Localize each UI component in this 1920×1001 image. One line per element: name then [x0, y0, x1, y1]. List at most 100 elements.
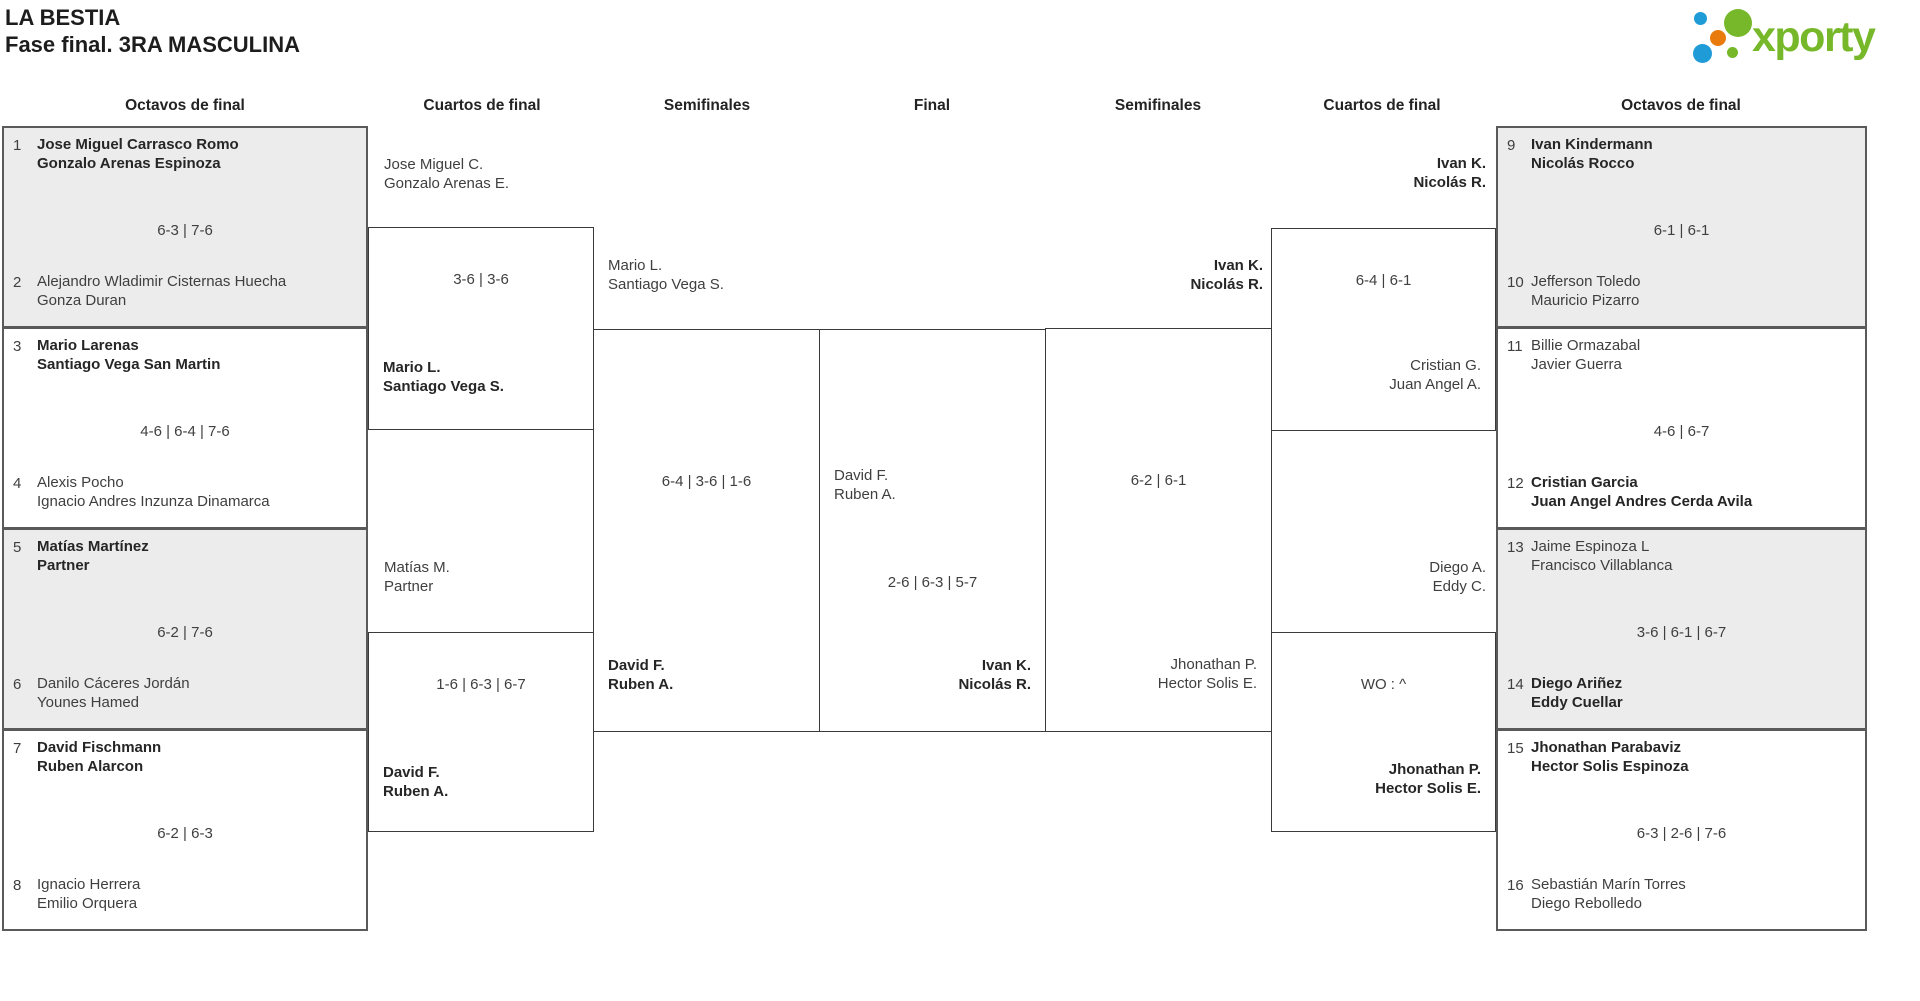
team-entry: 6 Danilo Cáceres Jordán Younes Hamed: [13, 674, 190, 712]
logo-dot-green-small-icon: [1727, 47, 1738, 58]
match-score: 2-6 | 6-3 | 5-7: [887, 574, 978, 591]
team-names: Alexis Pocho Ignacio Andres Inzunza Dina…: [37, 474, 270, 510]
team-entry: 3 Mario Larenas Santiago Vega San Martin: [13, 336, 220, 374]
match-box-octavos-15v16: 15 Jhonathan Parabaviz Hector Solis Espi…: [1496, 729, 1867, 931]
team-entry: 15 Jhonathan Parabaviz Hector Solis Espi…: [1507, 738, 1689, 776]
team-names: Danilo Cáceres Jordán Younes Hamed: [37, 675, 190, 711]
logo-wordmark: xporty: [1752, 13, 1876, 61]
xporty-logo[interactable]: xporty: [1690, 6, 1918, 68]
seed-number: 10: [1507, 274, 1524, 291]
match-score: 6-3 | 2-6 | 7-6: [1636, 825, 1727, 842]
team-names: Sebastián Marín Torres Diego Rebolledo: [1531, 876, 1686, 912]
team-names: Jhonathan Parabaviz Hector Solis Espinoz…: [1531, 739, 1689, 775]
team-names: Matías Martínez Partner: [37, 538, 149, 574]
column-header-octavos-right: Octavos de final: [1621, 97, 1741, 114]
seed-number: 9: [1507, 137, 1516, 154]
team-names: Jefferson Toledo Mauricio Pizarro: [1531, 273, 1641, 309]
team-names: Cristian Garcia Juan Angel Andres Cerda …: [1531, 474, 1753, 510]
team-names: David Fischmann Ruben Alarcon: [37, 739, 162, 775]
seed-number: 3: [13, 338, 22, 355]
match-box-octavos-7v8: 7 David Fischmann Ruben Alarcon 6-2 | 6-…: [2, 729, 368, 931]
team-names: Alejandro Wladimir Cisternas Huecha Gonz…: [37, 273, 287, 309]
final-team-a: David F.Ruben A.: [834, 467, 896, 503]
column-header-cuartos-right: Cuartos de final: [1323, 97, 1441, 114]
cuartos-left-1-team-a: Jose Miguel C.Gonzalo Arenas E.: [384, 156, 510, 192]
match-score: 4-6 | 6-7: [1653, 423, 1710, 440]
team-entry: 13 Jaime Espinoza L Francisco Villablanc…: [1507, 537, 1672, 575]
match-box-octavos-5v6: 5 Matías Martínez Partner 6-2 | 7-6 6 Da…: [2, 528, 368, 730]
team-entry: 10 Jefferson Toledo Mauricio Pizarro: [1507, 272, 1641, 310]
page-title: LA BESTIA: [5, 5, 121, 30]
seed-number: 4: [13, 475, 22, 492]
team-names: Jaime Espinoza L Francisco Villablanca: [1531, 538, 1673, 574]
logo-dot-blue-small-icon: [1694, 12, 1707, 25]
team-entry: 5 Matías Martínez Partner: [13, 537, 149, 575]
logo-dot-orange-icon: [1710, 30, 1726, 46]
match-score: WO : ^: [1360, 676, 1407, 693]
match-score: 6-2 | 6-1: [1130, 472, 1187, 489]
team-entry: 4 Alexis Pocho Ignacio Andres Inzunza Di…: [13, 473, 270, 511]
team-entry: 14 Diego Ariñez Eddy Cuellar: [1507, 674, 1623, 712]
match-box-final: David F.Ruben A. 2-6 | 6-3 | 5-7 Ivan K.…: [819, 329, 1046, 732]
cuartos-left-2-team-a: Matías M.Partner: [384, 559, 450, 595]
team-names: Jose Miguel Carrasco Romo Gonzalo Arenas…: [37, 136, 239, 172]
match-score: 4-6 | 6-4 | 7-6: [140, 423, 230, 440]
semis-right-team-b: Jhonathan P.Hector Solis E.: [1157, 656, 1257, 692]
match-box-cuartos-left-2: 1-6 | 6-3 | 6-7 David F.Ruben A.: [368, 632, 594, 832]
team-entry: 16 Sebastián Marín Torres Diego Rebolled…: [1507, 875, 1686, 913]
semis-left-team-a: Mario L.Santiago Vega S.: [608, 257, 724, 293]
match-box-octavos-11v12: 11 Billie Ormazabal Javier Guerra 4-6 | …: [1496, 327, 1867, 529]
logo-dot-green-big-icon: [1724, 9, 1752, 37]
team-entry: 1 Jose Miguel Carrasco Romo Gonzalo Aren…: [13, 135, 239, 173]
team-names: Billie Ormazabal Javier Guerra: [1531, 337, 1641, 373]
final-winner: Ivan K.Nicolás R.: [958, 657, 1031, 693]
title-block: LA BESTIA Fase final. 3RA MASCULINA: [5, 4, 300, 58]
cuartos-right-1-team-b: Cristian G.Juan Angel A.: [1389, 357, 1481, 393]
match-box-octavos-13v14: 13 Jaime Espinoza L Francisco Villablanc…: [1496, 528, 1867, 730]
seed-number: 8: [13, 877, 22, 894]
column-header-octavos-left: Octavos de final: [125, 97, 245, 114]
team-entry: 11 Billie Ormazabal Javier Guerra: [1507, 336, 1640, 374]
column-header-semis-right: Semifinales: [1114, 97, 1202, 114]
page-subtitle: Fase final. 3RA MASCULINA: [5, 32, 301, 57]
match-box-cuartos-left-1: 3-6 | 3-6 Mario L.Santiago Vega S.: [368, 227, 594, 430]
team-entry: 2 Alejandro Wladimir Cisternas Huecha Go…: [13, 272, 286, 310]
match-score: 6-3 | 7-6: [157, 222, 213, 239]
seed-number: 12: [1507, 475, 1524, 492]
match-score: 1-6 | 6-3 | 6-7: [436, 676, 526, 693]
match-box-octavos-9v10: 9 Ivan Kindermann Nicolás Rocco 6-1 | 6-…: [1496, 126, 1867, 328]
team-names: Mario Larenas Santiago Vega San Martin: [37, 337, 221, 373]
match-box-semis-left: 6-4 | 3-6 | 1-6 David F.Ruben A.: [593, 329, 820, 732]
seed-number: 11: [1507, 338, 1523, 355]
team-entry: 8 Ignacio Herrera Emilio Orquera: [13, 875, 140, 913]
team-names: Diego Ariñez Eddy Cuellar: [1531, 675, 1623, 711]
match-box-cuartos-right-1: 6-4 | 6-1 Cristian G.Juan Angel A.: [1271, 228, 1496, 431]
column-header-final: Final: [913, 97, 951, 114]
team-entry: 9 Ivan Kindermann Nicolás Rocco: [1507, 135, 1653, 173]
team-entry: 7 David Fischmann Ruben Alarcon: [13, 738, 161, 776]
seed-number: 7: [13, 740, 22, 757]
logo-dot-blue-big-icon: [1693, 44, 1712, 63]
cuartos-right-2-winner: Jhonathan P.Hector Solis E.: [1375, 761, 1481, 797]
seed-number: 1: [13, 137, 22, 154]
match-score: 3-6 | 3-6: [453, 271, 509, 288]
cuartos-right-1-winner: Ivan K.Nicolás R.: [1413, 155, 1486, 191]
semis-right-team-a: Ivan K.Nicolás R.: [1190, 257, 1263, 293]
seed-number: 13: [1507, 539, 1524, 556]
seed-number: 5: [13, 539, 22, 556]
column-header-cuartos-left: Cuartos de final: [423, 97, 541, 114]
seed-number: 15: [1507, 740, 1524, 757]
match-box-octavos-3v4: 3 Mario Larenas Santiago Vega San Martin…: [2, 327, 368, 529]
team-entry: 12 Cristian Garcia Juan Angel Andres Cer…: [1507, 473, 1752, 511]
match-box-semis-right: 6-2 | 6-1 Jhonathan P.Hector Solis E.: [1045, 328, 1272, 732]
match-score: 3-6 | 6-1 | 6-7: [1636, 624, 1727, 641]
seed-number: 14: [1507, 676, 1524, 693]
team-names: Ignacio Herrera Emilio Orquera: [37, 876, 141, 912]
match-score: 6-2 | 7-6: [157, 624, 213, 641]
team-names: Ivan Kindermann Nicolás Rocco: [1531, 136, 1653, 172]
seed-number: 6: [13, 676, 22, 693]
match-box-cuartos-right-2: WO : ^ Jhonathan P.Hector Solis E.: [1271, 632, 1496, 832]
match-score: 6-4 | 6-1: [1355, 272, 1412, 289]
match-score: 6-1 | 6-1: [1653, 222, 1710, 239]
